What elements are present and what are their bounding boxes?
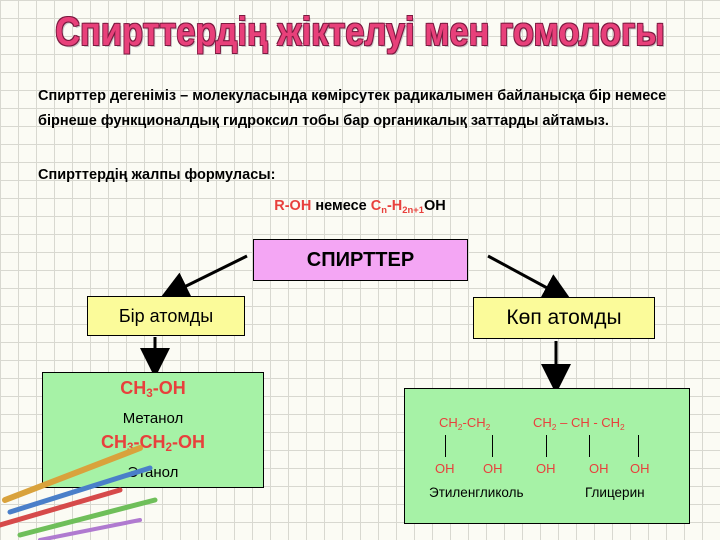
methanol-formula: CH3-OH <box>120 378 186 400</box>
bond-line <box>546 435 547 457</box>
glycerin-formula: CH2 – CH - CH2 <box>533 415 625 432</box>
bond-line <box>492 435 493 457</box>
monohydric-box: Бір атомды <box>87 296 245 336</box>
arrow-to-monohydric <box>159 254 248 300</box>
formula-roh: R-OH <box>274 198 312 214</box>
bond-line <box>589 435 590 457</box>
methanol-name: Метанол <box>122 410 184 427</box>
polyhydric-examples-box: CH2-CH2 CH2 – CH - CH2 OH OH OH OH OH Эт… <box>404 388 690 524</box>
ethanol-name: Этанол <box>127 464 179 481</box>
glycerin-name: Глицерин <box>585 485 645 500</box>
formula-or: немесе <box>315 198 367 214</box>
general-formula: R-OH немесе Cn-H2n+1OH <box>0 198 720 215</box>
formula-oh: OH <box>423 198 446 214</box>
formula-heading: Спирттердің жалпы формуласы: <box>38 167 276 183</box>
oh-label: OH <box>589 461 609 476</box>
oh-label: OH <box>536 461 556 476</box>
oh-label: OH <box>630 461 650 476</box>
bond-line <box>445 435 446 457</box>
ethylene-glycol-formula: CH2-CH2 <box>439 415 491 432</box>
page-title: Спирттердің жіктелуі мен гомологы <box>55 10 665 54</box>
pencils-decoration-icon <box>0 445 158 540</box>
ethylene-glycol-name: Этиленгликоль <box>429 485 524 500</box>
definition-text: Спирттер дегеніміз – молекуласында көмір… <box>38 88 667 129</box>
bond-line <box>638 435 639 457</box>
alcohols-root-box: СПИРТТЕР <box>253 239 468 281</box>
arrow-to-polyhydric <box>487 254 573 302</box>
oh-label: OH <box>483 461 503 476</box>
polyhydric-box: Көп атомды <box>473 297 655 339</box>
oh-label: OH <box>435 461 455 476</box>
formula-cnh: Cn-H2n+1 <box>370 198 424 215</box>
